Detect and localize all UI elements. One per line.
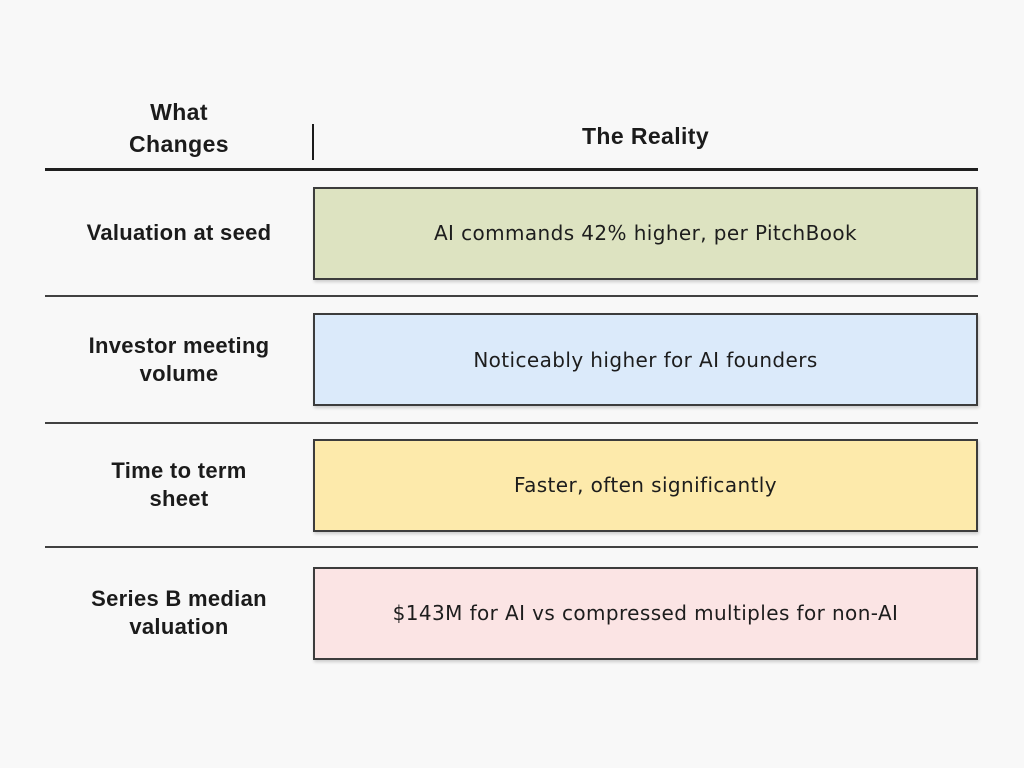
row-label: Time to term sheet [111, 458, 247, 511]
row-value-cell: $143M for AI vs compressed multiples for… [313, 566, 978, 660]
row-label: Investor meeting volume [88, 332, 270, 386]
row-label: Series B median valuation [91, 586, 267, 639]
row-value-cell: Noticeably higher for AI founders [313, 313, 978, 406]
row-label: Valuation at seed [86, 220, 272, 245]
reality-value-box: AI commands 42% higher, per PitchBook [313, 186, 978, 280]
column-separator-bar [312, 124, 314, 160]
reality-value-box: $143M for AI vs compressed multiples for… [313, 566, 978, 660]
table-row: Valuation at seed AI commands 42% higher… [45, 171, 978, 295]
table-row: Series B median valuation $143M for AI v… [45, 546, 978, 678]
header-col-what-changes: What Changes [129, 99, 229, 157]
header-col-the-reality: The Reality [581, 123, 710, 149]
reality-value-box: Faster, often significantly [313, 438, 978, 532]
table-header-row: What Changes The Reality [45, 0, 978, 171]
row-value-cell: AI commands 42% higher, per PitchBook [313, 186, 978, 280]
table-row: Time to term sheet Faster, often signifi… [45, 422, 978, 546]
comparison-table: What Changes The Reality Valuation at se… [45, 0, 978, 678]
reality-value-box: Noticeably higher for AI founders [313, 313, 978, 406]
table-row: Investor meeting volume Noticeably highe… [45, 295, 978, 422]
row-value-cell: Faster, often significantly [313, 438, 978, 532]
